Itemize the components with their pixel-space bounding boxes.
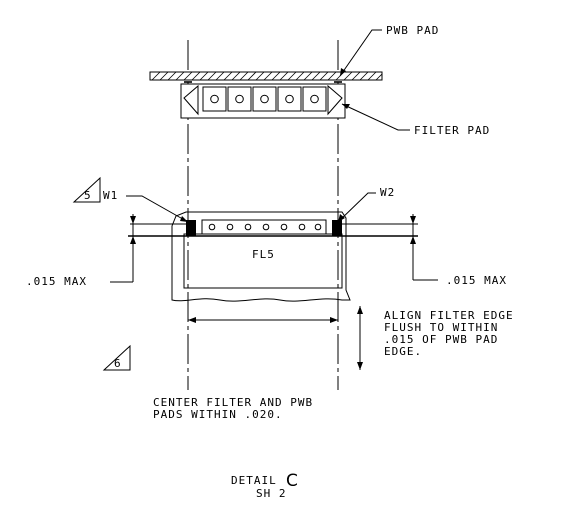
note-6-label: 6 bbox=[114, 357, 122, 370]
note-6-triangle: 6 bbox=[102, 344, 131, 371]
filter-pad-callout: FILTER PAD bbox=[341, 103, 490, 137]
note-5-label: 5 bbox=[84, 189, 92, 202]
align-note-line-4: EDGE. bbox=[384, 345, 422, 358]
align-note: ALIGN FILTER EDGE FLUSH TO WITHIN .015 O… bbox=[384, 309, 514, 358]
pwb-pad-callout: PWB PAD bbox=[339, 24, 439, 77]
center-note: CENTER FILTER AND PWB PADS WITHIN .020. bbox=[153, 396, 313, 421]
w1-callout: W1 bbox=[103, 189, 189, 223]
sheet-label: SH 2 bbox=[256, 487, 287, 500]
right-max-dimension: .015 MAX bbox=[342, 214, 507, 287]
filter-side-view: FL5 bbox=[128, 211, 418, 302]
center-note-line-1: CENTER FILTER AND PWB bbox=[153, 396, 313, 409]
w1-label: W1 bbox=[103, 189, 118, 202]
detail-caption: DETAIL C SH 2 bbox=[231, 471, 298, 500]
w2-callout: W2 bbox=[337, 186, 395, 223]
align-note-line-2: FLUSH TO WITHIN bbox=[384, 321, 498, 334]
center-note-line-2: PADS WITHIN .020. bbox=[153, 408, 283, 421]
center-dimension bbox=[188, 317, 338, 323]
pwb-pad-label: PWB PAD bbox=[386, 24, 439, 37]
detail-letter: C bbox=[286, 471, 298, 491]
pwb-board-strip bbox=[149, 71, 383, 83]
align-arrow bbox=[357, 306, 363, 370]
left-max-dimension: .015 MAX bbox=[26, 214, 186, 288]
filter-pad-label: FILTER PAD bbox=[414, 124, 490, 137]
filter-top-view bbox=[180, 83, 346, 119]
detail-word: DETAIL bbox=[231, 474, 277, 487]
max-left-label: .015 MAX bbox=[26, 275, 87, 288]
max-right-label: .015 MAX bbox=[446, 274, 507, 287]
align-note-line-3: .015 OF PWB PAD bbox=[384, 333, 498, 346]
align-note-line-1: ALIGN FILTER EDGE bbox=[384, 309, 514, 322]
note-5-triangle: 5 bbox=[72, 176, 101, 203]
w2-label: W2 bbox=[380, 186, 395, 199]
fl5-label: FL5 bbox=[252, 248, 275, 261]
